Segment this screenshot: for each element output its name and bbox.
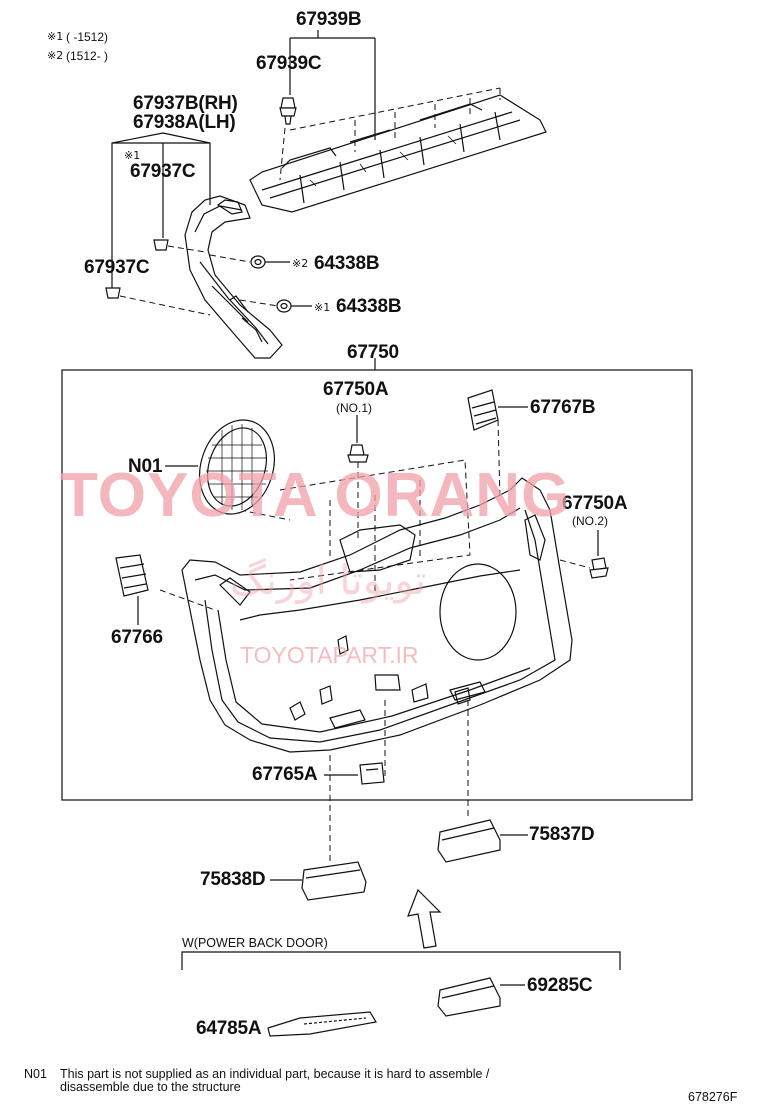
part-label-67750[interactable]: 67750 xyxy=(347,342,399,363)
bracket-67766 xyxy=(115,554,149,597)
part-label-67937C-b[interactable]: 67937C xyxy=(84,257,150,278)
watermark-main: TOYOTA ORANG xyxy=(60,461,571,530)
nut-64338B-a xyxy=(250,255,266,269)
footnote-2-text: (1512- ) xyxy=(66,49,109,63)
leader-nuts xyxy=(265,261,312,307)
part-label-67939B[interactable]: 67939B xyxy=(296,9,362,30)
part-label-64338B-a[interactable]: 64338B xyxy=(314,253,380,274)
part-label-64785A[interactable]: 64785A xyxy=(196,1018,262,1039)
part-label-67937B[interactable]: 67937B(RH) xyxy=(133,93,238,114)
footnote-1-symbol: ※1 xyxy=(47,30,64,43)
arrow-icon xyxy=(407,888,442,949)
clip-67750A-no1 xyxy=(347,444,369,463)
note-line-1: This part is not supplied as an individu… xyxy=(60,1067,490,1081)
part-label-69285C[interactable]: 69285C xyxy=(527,975,593,996)
part-label-75838D[interactable]: 75838D xyxy=(200,869,266,890)
strip-64785A xyxy=(267,1011,377,1037)
main-board-frame xyxy=(61,369,693,801)
pillar-guides xyxy=(119,245,279,316)
label-no2: (NO.2) xyxy=(572,514,608,528)
board-guides xyxy=(159,419,591,865)
power-back-door-label: W(POWER BACK DOOR) xyxy=(182,936,328,950)
clip-67937C-a xyxy=(153,239,169,251)
part-label-67767B[interactable]: 67767B xyxy=(530,397,596,418)
pillar-trim-drawing xyxy=(184,195,283,359)
speaker-grille-N01 xyxy=(199,419,275,515)
clip-67939C xyxy=(279,97,297,125)
note-line-2: disassemble due to the structure xyxy=(60,1080,241,1094)
leader-67939 xyxy=(289,30,376,140)
handle-75838D xyxy=(301,861,367,901)
upper-guides xyxy=(279,87,501,181)
bracket-67767B xyxy=(467,389,499,431)
part-label-67766[interactable]: 67766 xyxy=(111,627,163,648)
handle-75837D xyxy=(437,819,501,863)
clip-67765A xyxy=(359,762,385,785)
upper-molding-drawing xyxy=(249,94,547,213)
mark-1-symbol: ※1 xyxy=(124,149,141,162)
clip-67937C-b xyxy=(105,287,121,299)
mark-2-symbol: ※2 xyxy=(292,257,309,270)
power-back-door-bracket xyxy=(181,951,621,970)
part-label-67750A-no1[interactable]: 67750A xyxy=(323,379,389,400)
nut-64338B-b xyxy=(276,299,292,313)
part-label-67937C-a[interactable]: 67937C xyxy=(130,161,196,182)
part-label-75837D[interactable]: 75837D xyxy=(529,824,595,845)
watermark-site: TOYOTAPART.IR xyxy=(240,642,419,668)
footnote-1-text: ( -1512) xyxy=(66,30,109,44)
diagram-id: 678276F xyxy=(688,1090,738,1104)
handle-69285C xyxy=(437,977,501,1017)
mark-3-symbol: ※1 xyxy=(314,301,331,314)
note-code: N01 xyxy=(24,1067,47,1081)
part-label-67765A[interactable]: 67765A xyxy=(252,764,318,785)
clip-67750A-no2 xyxy=(589,557,609,579)
part-label-N01[interactable]: N01 xyxy=(128,456,163,477)
door-trim-board-drawing xyxy=(181,477,573,753)
footnote-2-symbol: ※2 xyxy=(47,49,64,62)
part-label-67939C[interactable]: 67939C xyxy=(256,53,322,74)
part-label-67750A-no2[interactable]: 67750A xyxy=(562,493,628,514)
watermark-persian: تویوتا اورنگ xyxy=(230,558,427,604)
part-label-64338B-b[interactable]: 64338B xyxy=(336,296,402,317)
part-label-67938A[interactable]: 67938A(LH) xyxy=(133,112,236,133)
label-no1: (NO.1) xyxy=(336,401,372,415)
